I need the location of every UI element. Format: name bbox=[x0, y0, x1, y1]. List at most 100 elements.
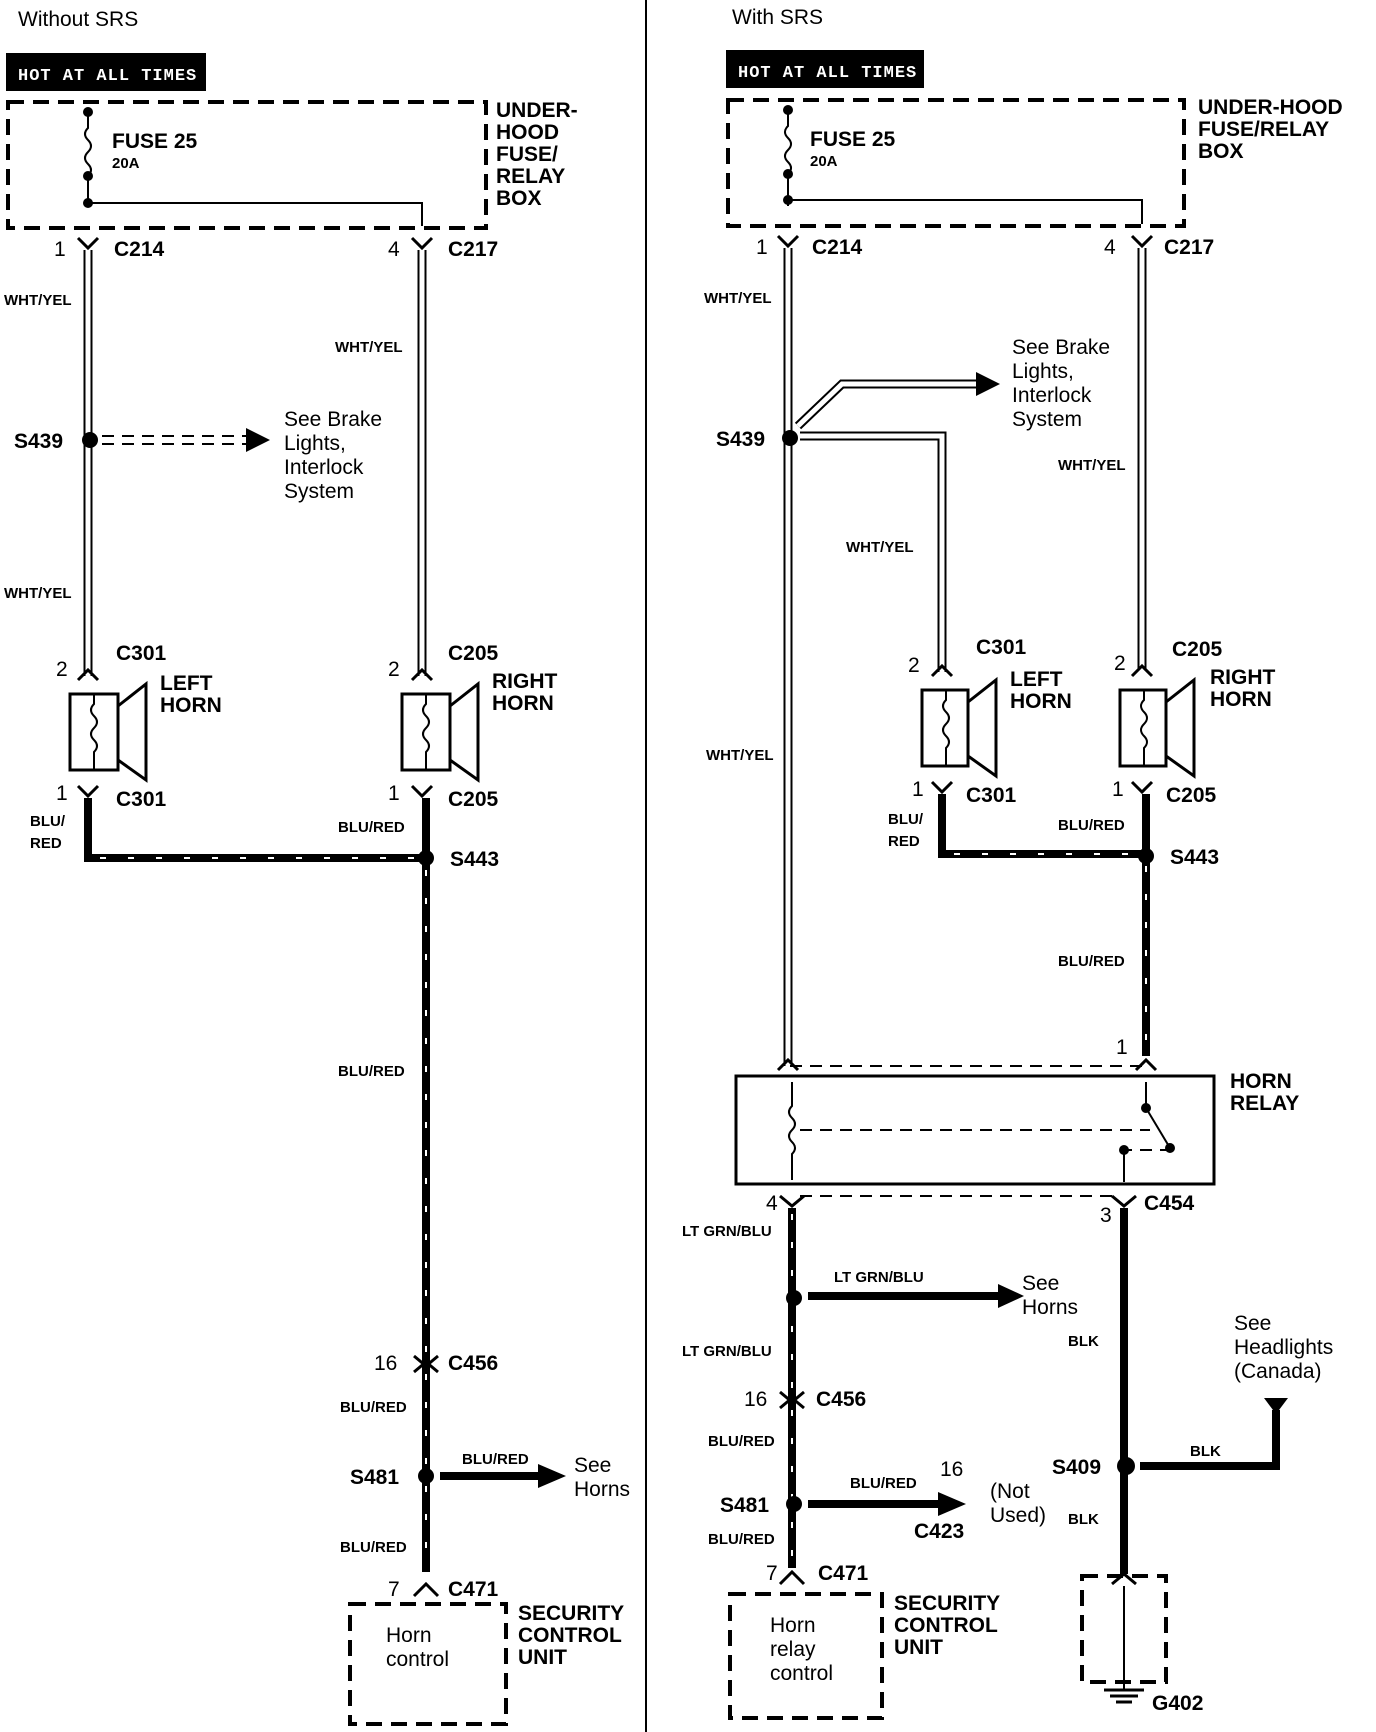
fuse-node bbox=[783, 105, 793, 115]
wire-label: BLU/ bbox=[30, 813, 66, 830]
ref-arrow-head bbox=[938, 1492, 966, 1516]
connector-c205: C205 bbox=[448, 642, 499, 665]
relay-label: RELAY bbox=[1230, 1092, 1299, 1115]
left-panel: Without SRS HOT AT ALL TIMES UNDER- HOOD… bbox=[4, 8, 630, 1726]
connector-symbol bbox=[930, 780, 954, 795]
unit-inner-label: control bbox=[770, 1662, 833, 1685]
pin-number: 1 bbox=[388, 782, 400, 805]
connector-c214: C214 bbox=[812, 236, 863, 259]
wire-label: LT GRN/BLU bbox=[682, 1223, 772, 1240]
wire-label: RED bbox=[30, 835, 62, 852]
wire-wht-yel bbox=[796, 381, 976, 428]
wire-label: BLU/RED bbox=[340, 1399, 407, 1416]
ref-text: Interlock bbox=[1012, 384, 1092, 407]
hot-label-box bbox=[6, 53, 206, 91]
splice bbox=[786, 1290, 802, 1306]
connector-c454: C454 bbox=[1144, 1192, 1195, 1215]
relay-internal bbox=[800, 1129, 1170, 1151]
wire-wht-yel bbox=[794, 379, 976, 430]
ref-arrow-head bbox=[1264, 1398, 1288, 1414]
ref-arrow-brake bbox=[102, 435, 246, 445]
security-unit-outline bbox=[348, 1602, 508, 1726]
ref-arrow-head bbox=[976, 372, 1000, 396]
ref-text: Interlock bbox=[284, 456, 364, 479]
horn-label: LEFT bbox=[1010, 668, 1063, 691]
connector-symbol bbox=[1111, 1572, 1137, 1586]
pin-number: 7 bbox=[388, 1578, 400, 1601]
unit-label: SECURITY bbox=[894, 1592, 1000, 1615]
fuse-rating: 20A bbox=[810, 153, 838, 170]
connector-c205: C205 bbox=[1172, 638, 1223, 661]
pin-number: 1 bbox=[56, 782, 68, 805]
splice-label: S481 bbox=[350, 1466, 399, 1489]
connector-symbol bbox=[1130, 780, 1154, 795]
horn-label: RIGHT bbox=[492, 670, 558, 693]
pin-number: 1 bbox=[1112, 778, 1124, 801]
right-panel-title: With SRS bbox=[732, 6, 823, 29]
pin-number: 2 bbox=[1114, 652, 1126, 675]
horn-label: HORN bbox=[1210, 688, 1272, 711]
horn-label: LEFT bbox=[160, 672, 213, 695]
connector-c217: C217 bbox=[448, 238, 498, 261]
splice-label: S439 bbox=[14, 430, 63, 453]
splice-label: S481 bbox=[720, 1494, 769, 1517]
left-horn bbox=[920, 676, 998, 779]
wire-label: BLU/RED bbox=[338, 1063, 405, 1080]
ref-text: Horns bbox=[1022, 1296, 1078, 1319]
wire-label: WHT/YEL bbox=[4, 292, 72, 309]
wire-label: BLU/RED bbox=[708, 1433, 775, 1450]
unit-label: CONTROL bbox=[518, 1624, 622, 1647]
fuse-box-bus bbox=[88, 202, 423, 226]
connector-symbol bbox=[776, 234, 800, 249]
splice-label: S409 bbox=[1052, 1456, 1101, 1479]
horn-label: HORN bbox=[492, 692, 554, 715]
wire-label: WHT/YEL bbox=[846, 539, 914, 556]
fuse-box-outline bbox=[726, 98, 1186, 228]
pin-number: 3 bbox=[1100, 1204, 1112, 1227]
splice-s443 bbox=[418, 850, 434, 866]
fuse-symbol bbox=[784, 106, 792, 206]
horn-label: HORN bbox=[160, 694, 222, 717]
fuse-name: FUSE 25 bbox=[112, 130, 198, 153]
wire-label: BLK bbox=[1068, 1333, 1099, 1350]
ref-text: See bbox=[1022, 1272, 1059, 1295]
splice-s439 bbox=[82, 432, 98, 448]
connector-symbol bbox=[412, 1581, 440, 1598]
connector-symbol bbox=[1130, 234, 1154, 249]
pin-number: 1 bbox=[756, 236, 768, 259]
wire-blk bbox=[1140, 1410, 1280, 1470]
fuse-box-label: UNDER-HOOD bbox=[1198, 96, 1343, 119]
relay-switch bbox=[1145, 1082, 1171, 1149]
hot-label-box bbox=[726, 50, 924, 88]
pin-number: 16 bbox=[374, 1352, 397, 1375]
pin-number: 16 bbox=[744, 1388, 767, 1411]
ref-text: Headlights bbox=[1234, 1336, 1333, 1359]
fuse-box-label: RELAY bbox=[496, 165, 565, 188]
ref-text: See bbox=[574, 1454, 611, 1477]
connector-symbol bbox=[76, 236, 100, 251]
connector-c205: C205 bbox=[448, 788, 499, 811]
connector-c456: C456 bbox=[448, 1352, 498, 1375]
left-panel-title: Without SRS bbox=[18, 8, 138, 31]
wire-label: BLU/RED bbox=[340, 1539, 407, 1556]
fuse-box-label: BOX bbox=[1198, 140, 1244, 163]
connector-c205: C205 bbox=[1166, 784, 1217, 807]
fuse-node bbox=[83, 107, 93, 117]
wire-wht-yel bbox=[800, 433, 945, 672]
connector-symbol bbox=[76, 667, 100, 682]
ref-text: System bbox=[1012, 408, 1082, 431]
connector-symbol bbox=[76, 784, 100, 799]
fuse-box-outline bbox=[6, 100, 488, 230]
pin-number: 7 bbox=[766, 1562, 778, 1585]
right-horn bbox=[1118, 676, 1196, 779]
ref-text: (Canada) bbox=[1234, 1360, 1322, 1383]
connector-symbol bbox=[410, 784, 434, 799]
unit-label: CONTROL bbox=[894, 1614, 998, 1637]
splice-s481 bbox=[418, 1468, 434, 1484]
pin-number: 2 bbox=[908, 654, 920, 677]
ref-arrow-head bbox=[538, 1464, 566, 1488]
connector-c423: C423 bbox=[914, 1520, 964, 1543]
connector-c301: C301 bbox=[116, 788, 167, 811]
wire-label: WHT/YEL bbox=[706, 747, 774, 764]
